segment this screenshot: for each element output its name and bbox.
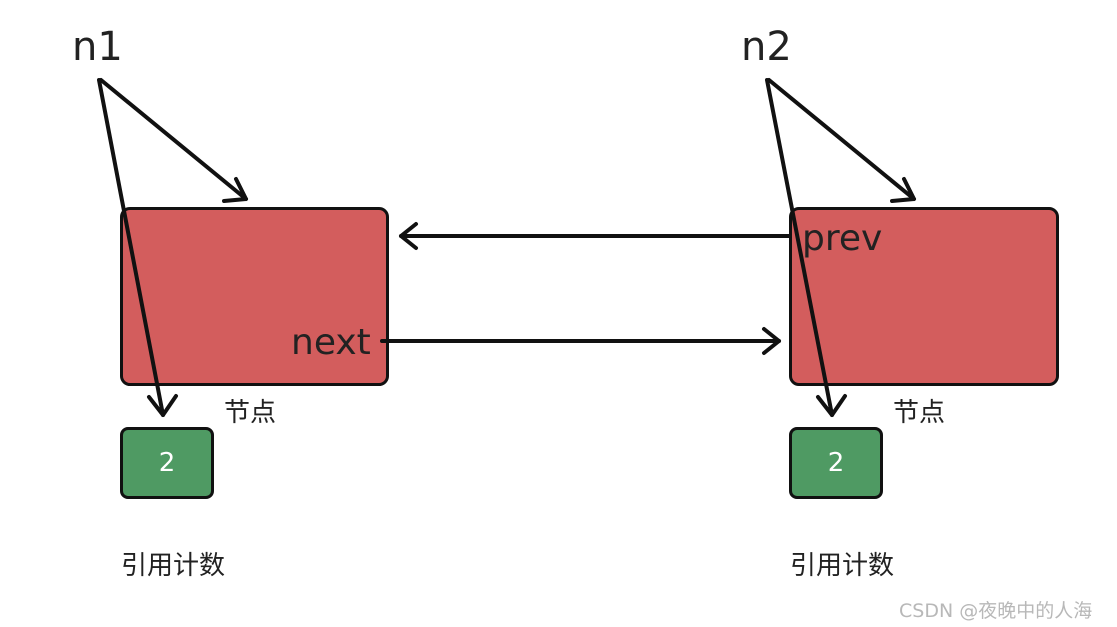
node-field-prev: prev — [802, 218, 883, 259]
arrow-n1-to-node — [99, 78, 248, 201]
pointer-label-n1: n1 — [72, 24, 123, 70]
arrowhead-n2-to-ref-count — [816, 394, 847, 417]
pointer-label-n2: n2 — [741, 24, 792, 70]
ref-count-caption-left: 引用计数 — [121, 551, 226, 581]
arrowhead-n1-to-ref-count — [147, 394, 178, 417]
arrowhead-prev — [399, 222, 418, 250]
ref-count-value-left: 2 — [158, 448, 176, 478]
node-right — [789, 207, 1059, 386]
arrowhead-next — [762, 327, 781, 355]
node-caption-right: 节点 — [893, 398, 946, 428]
arrowhead-n1-to-node — [222, 177, 248, 203]
watermark: CSDN @夜晚中的人海 — [899, 600, 1093, 622]
ref-count-value-right: 2 — [827, 448, 845, 478]
node-field-next: next — [291, 322, 371, 363]
node-left — [120, 207, 389, 386]
arrow-n1-to-ref-count — [97, 78, 165, 417]
arrowhead-n2-to-node — [890, 177, 916, 203]
arrow-n2-to-ref-count — [765, 78, 834, 417]
arrow-n2-to-node — [767, 78, 916, 201]
ref-count-caption-right: 引用计数 — [790, 551, 895, 581]
ref-count-box-left: 2 — [120, 427, 214, 499]
node-caption-left: 节点 — [224, 398, 277, 428]
ref-count-box-right: 2 — [789, 427, 883, 499]
